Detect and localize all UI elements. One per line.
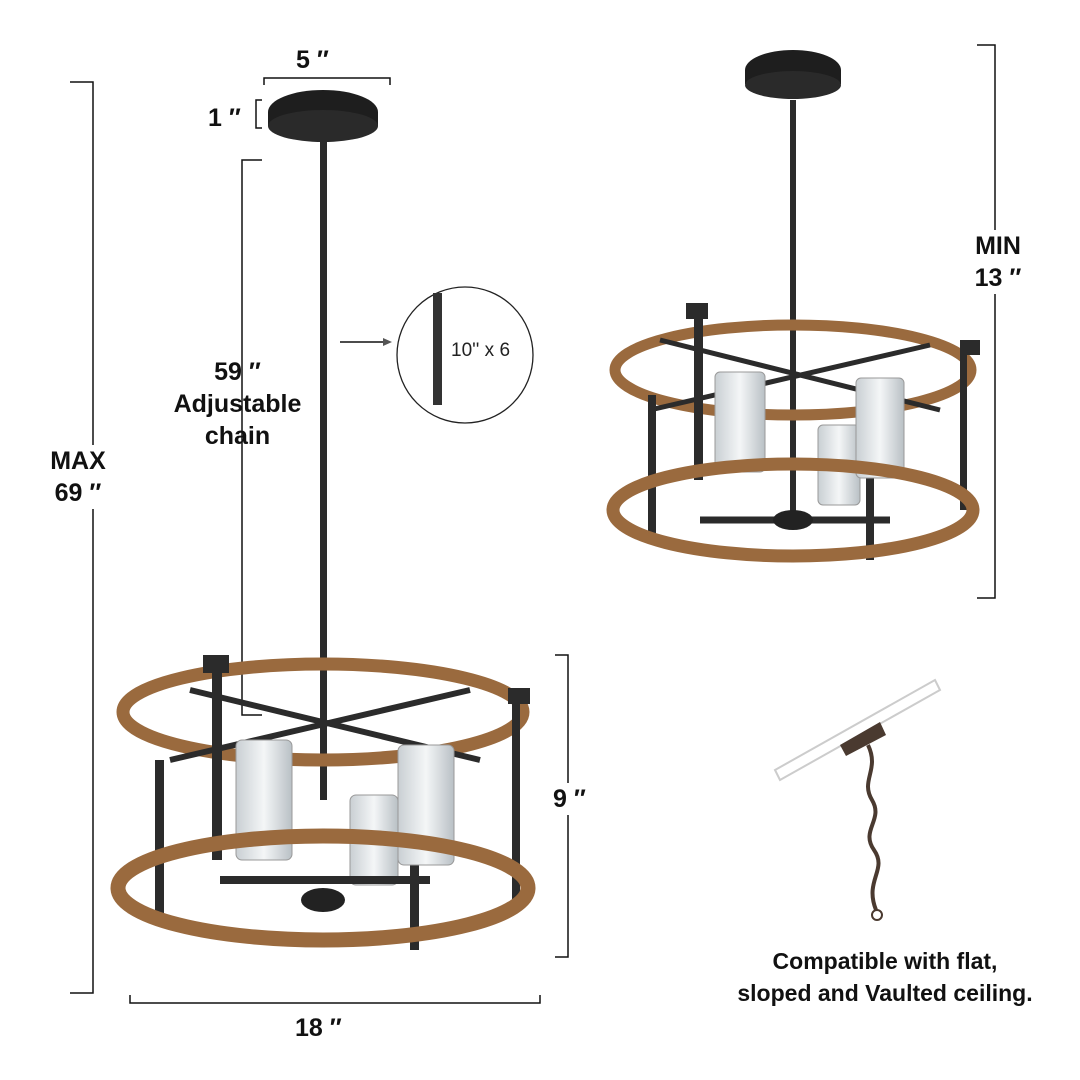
body-height-label: 9 ″ [553,783,586,815]
sloped-ceiling-icon [773,678,942,921]
chain-label-line1: Adjustable [173,390,302,418]
chain-dimension-line [241,159,262,716]
chandelier-extended [110,90,536,950]
body-width-line [129,995,541,1004]
min-dimension-line [977,44,996,599]
max-height-label: MAX 69 ″ [30,445,126,509]
body-width-label: 18 ″ [295,1014,342,1042]
canopy-width-line [263,77,391,85]
min-label: MIN [975,232,1021,260]
chandelier-minimum [606,50,980,563]
dimension-lines [70,44,996,1004]
ceiling-note-line2: sloped and Vaulted ceiling. [737,980,1033,1006]
max-dimension-line [70,81,94,994]
rod-segment-icon [433,293,442,405]
chain-label-line2: chain [204,422,271,450]
chain-length-label: 59 ″ Adjustable chain [165,356,310,452]
min-height-value: 13 ″ [974,264,1022,292]
canopy-height-label: 1 ″ [208,104,241,132]
rod-spec-label: 10'' x 6 [451,340,511,361]
ceiling-compatibility-note: Compatible with flat, sloped and Vaulted… [700,945,1070,1009]
max-label: MAX [50,447,106,475]
chain-length-value: 59 ″ [214,358,261,386]
max-height-value: 69 ″ [54,479,102,507]
canopy-height-bracket [255,99,262,129]
canopy-width-label: 5 ″ [296,46,329,74]
min-height-label: MIN 13 ″ [958,230,1038,294]
rod-inset [396,286,534,424]
ceiling-note-line1: Compatible with flat, [772,948,998,974]
